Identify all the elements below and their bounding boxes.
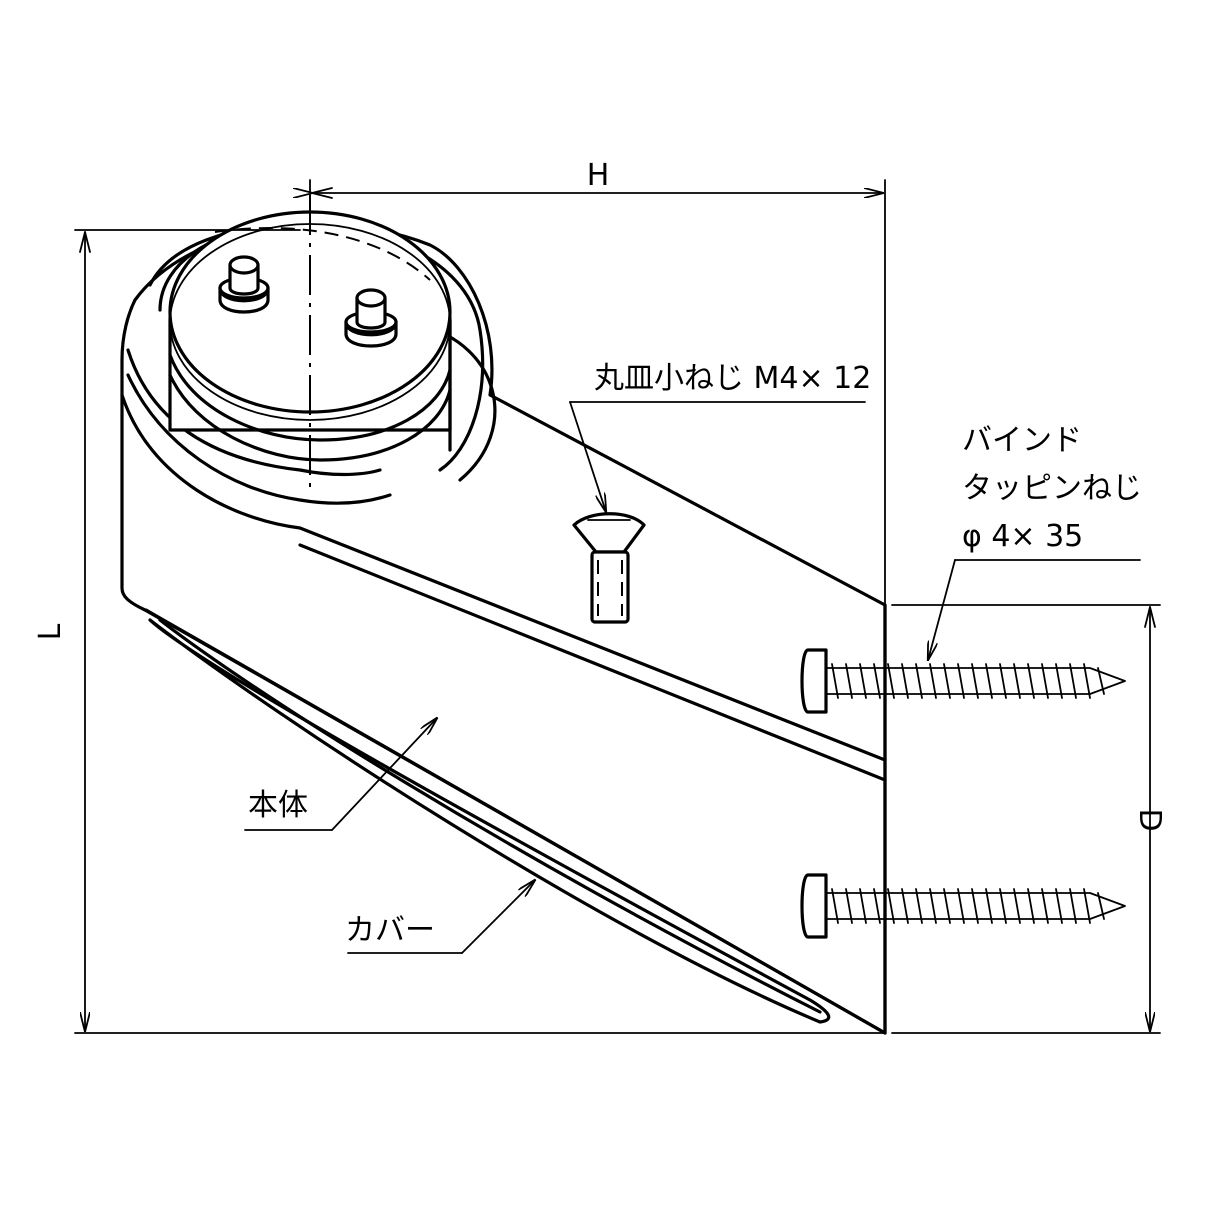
- cylinder-assembly: [148, 195, 485, 490]
- cylinder-ring-2: [168, 373, 452, 462]
- callout-machine-screw: 丸皿小ねじ M4× 12: [569, 361, 871, 512]
- dimension-d: D: [891, 604, 1167, 1034]
- dimension-l: L: [33, 229, 886, 1034]
- body-edge-top: [120, 393, 887, 762]
- body-label: 本体: [248, 788, 308, 823]
- hidden-arc: [214, 227, 431, 281]
- cylinder-ring-1: [168, 353, 452, 442]
- tapping-screw-bottom: [800, 873, 1126, 939]
- tapping-screw-top: [800, 648, 1126, 714]
- flange-line-1: [126, 348, 382, 477]
- dimension-d-label: D: [1132, 808, 1167, 831]
- dimension-h-label: H: [587, 158, 610, 193]
- pin-left: [218, 255, 270, 314]
- tapping-screw-label-1: バインド: [962, 423, 1082, 458]
- tapping-screw-label-3: φ 4× 35: [962, 519, 1083, 554]
- body-edge-lower: [298, 543, 887, 782]
- flange-line-2: [126, 373, 392, 505]
- cover-label: カバー: [345, 913, 435, 948]
- callout-tapping-screw: バインド タッピンねじ φ 4× 35: [928, 423, 1142, 660]
- callout-body: 本体: [244, 718, 437, 831]
- machine-screw-figure: [572, 512, 646, 624]
- dimension-h: H: [310, 158, 886, 606]
- machine-screw-label: 丸皿小ねじ M4× 12: [594, 361, 871, 396]
- callout-cover: カバー: [345, 880, 535, 954]
- cover-inner-line: [158, 618, 822, 1014]
- pin-right: [344, 288, 398, 348]
- dimension-l-label: L: [33, 623, 68, 640]
- body-bottom-edge: [144, 608, 887, 1035]
- tapping-screw-label-2: タッピンねじ: [962, 471, 1142, 506]
